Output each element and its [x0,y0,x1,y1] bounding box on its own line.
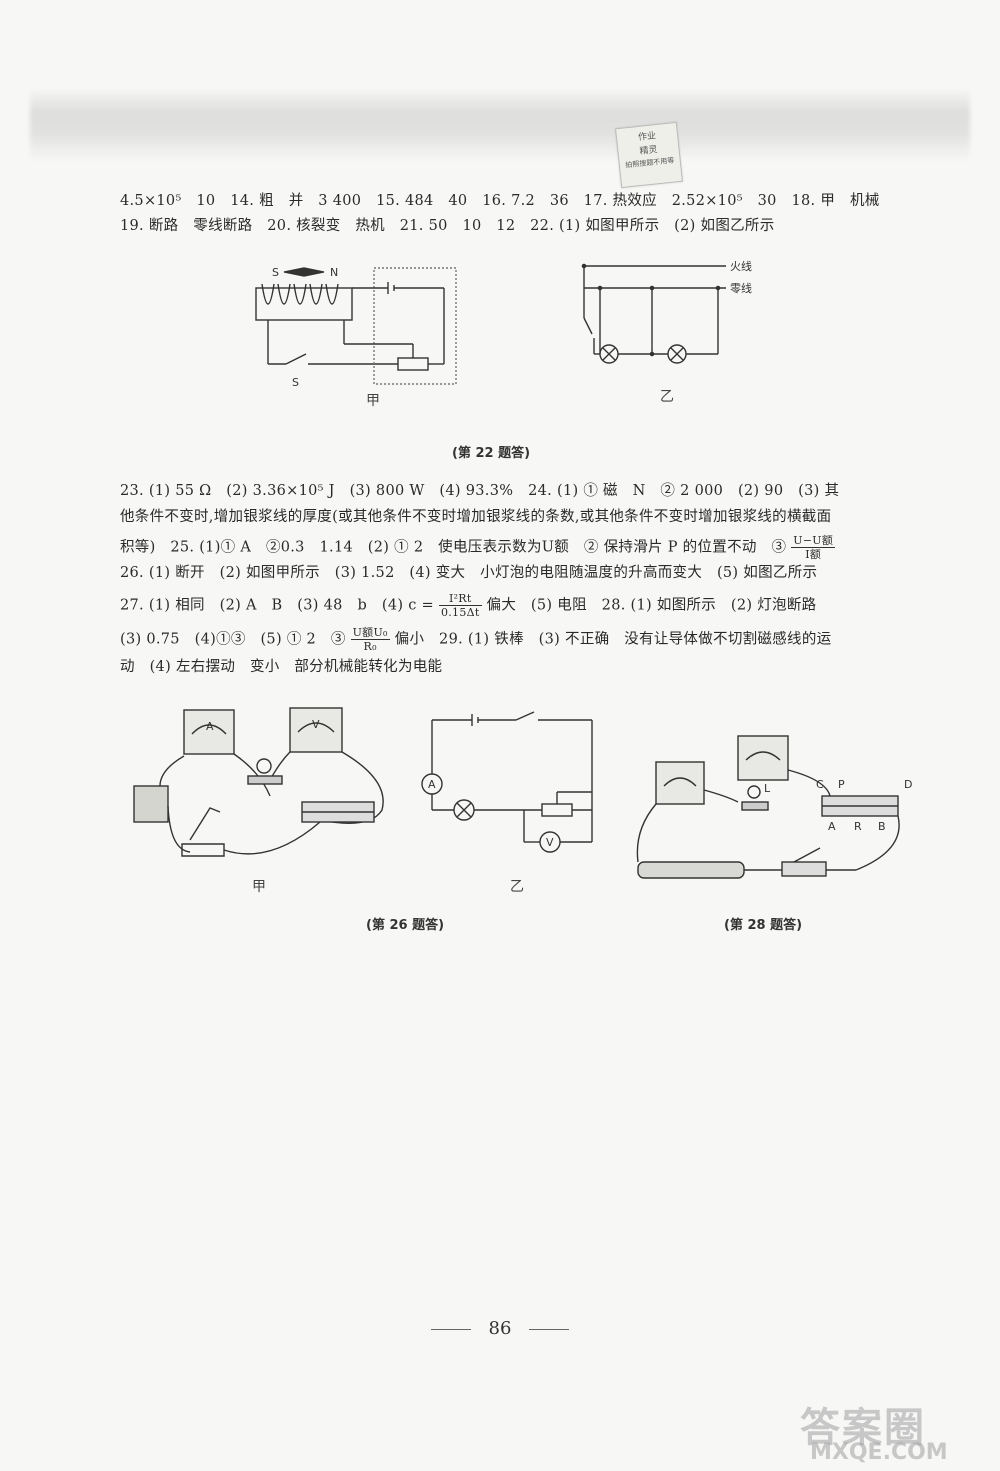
slider-p-label: P [838,778,845,791]
magnet-s-label: S [272,266,279,279]
figure-26a-apparatus: A V [133,707,384,857]
figure-28-caption: (第 28 题答) [724,918,803,933]
schematic-voltmeter-label: V [546,836,554,849]
voltmeter-v-label: V [312,718,320,731]
switch-s-label: S [292,376,299,389]
schematic-ammeter-label: A [428,778,436,791]
answer-line-7: 27. (1) 相同 (2) A B (3) 48 b (4) c = I²Rt… [120,592,910,619]
fraction-27-denominator: 0.15Δt [440,606,480,619]
figure-26b-schematic: A V [421,711,593,853]
answer-line-7-text: 27. (1) 相同 (2) A B (3) 48 b (4) c = [120,597,435,614]
terminal-a-label: A [828,820,836,833]
watermark-url: MXQE.COM [810,1440,948,1465]
answer-line-3: 23. (1) 55 Ω (2) 3.36×10⁵ J (3) 800 W (4… [120,483,840,499]
figure-26b-label: 乙 [510,879,524,895]
answer-line-6: 26. (1) 断开 (2) 如图甲所示 (3) 1.52 (4) 变大 小灯泡… [120,565,818,581]
page-number-dash-left [430,1328,471,1330]
figure-28-apparatus: L C P D A R B [636,735,912,879]
figure-26-caption: (第 26 题答) [366,918,445,933]
answer-line-5: 积等) 25. (1)① A ②0.3 1.14 (2) ① 2 使电压表示数为… [120,534,910,561]
lamp-l-label: L [764,782,771,795]
figure-22a-solenoid-circuit: S N S [255,266,457,389]
figure-22-caption: (第 22 题答) [452,446,531,461]
fraction-27-numerator: I²Rt [438,592,482,606]
answer-line-5-text: 积等) 25. (1)① A ②0.3 1.14 (2) ① 2 使电压表示数为… [120,539,787,556]
figure-26a-label: 甲 [252,879,266,895]
fraction-25: U−U额 I额 [791,534,836,561]
page-number: 86 [0,1318,1000,1339]
answer-line-9: 动 (4) 左右摆动 变小 部分机械能转化为电能 [120,659,443,675]
answer-line-4: 他条件不变时,增加银浆线的厚度(或其他条件不变时增加银浆线的条数,或其他条件不变… [120,509,832,525]
page-number-dash-right [529,1328,570,1330]
fraction-27: I²Rt 0.15Δt [438,592,482,619]
answer-line-1: 4.5×10⁵ 10 14. 粗 并 3 400 15. 484 40 16. … [120,193,880,209]
terminal-c-label: C [816,778,824,791]
answer-line-2: 19. 断路 零线断路 20. 核裂变 热机 21. 50 10 12 22. … [120,218,775,234]
page-number-text: 86 [488,1318,512,1339]
answer-line-8-text: (3) 0.75 (4)①③ (5) ① 2 ③ [120,631,346,648]
fraction-28-denominator: R₀ [363,640,377,653]
watermark-logo: 答案圈 [800,1405,926,1451]
magnet-n-label: N [330,266,338,279]
neutral-wire-label: 零线 [730,281,752,295]
blurred-header-band [30,88,970,160]
live-wire-label: 火线 [730,259,752,273]
ammeter-a-label: A [206,720,214,733]
terminal-b-label: B [878,820,886,833]
figure-22b-label: 乙 [660,389,674,405]
terminal-d-label: D [904,778,912,791]
answer-line-8: (3) 0.75 (4)①③ (5) ① 2 ③ U额U₀ R₀ 偏小 29. … [120,626,910,653]
figure-22a-label: 甲 [366,393,380,409]
answer-line-7-text-b: 偏大 (5) 电阻 28. (1) 如图所示 (2) 灯泡断路 [486,597,817,614]
fraction-28: U额U₀ R₀ [350,626,390,653]
resistor-r-label: R [854,820,862,833]
figure-22b-household-circuit: 火线 零线 [581,259,752,364]
fraction-25-numerator: U−U额 [791,534,836,548]
fraction-25-denominator: I额 [805,548,822,561]
answer-line-8-text-b: 偏小 29. (1) 铁棒 (3) 不正确 没有让导体做不切割磁感线的运 [394,631,832,648]
fraction-28-numerator: U额U₀ [350,626,390,640]
app-stamp-logo: 作业 精灵 拍照搜题不用等 [615,121,683,189]
